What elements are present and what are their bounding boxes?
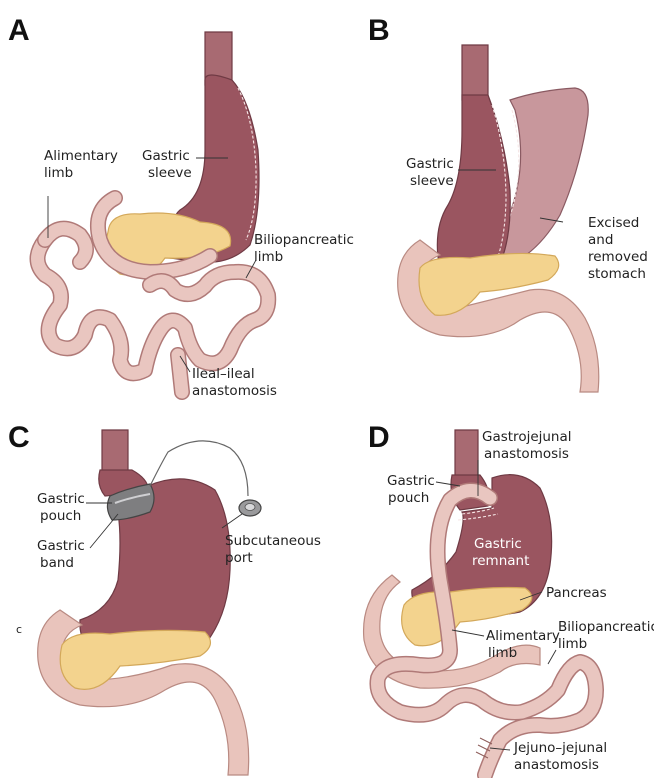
- panel-a-letter: A: [8, 14, 30, 47]
- panel-b-excised-label-4: stomach: [588, 266, 646, 282]
- panel-a-gastric-sleeve-label: Gastric: [142, 148, 190, 164]
- panel-a-ileal-label-2: anastomosis: [192, 383, 277, 399]
- panel-c-subcutaneous-port: [239, 500, 261, 516]
- panel-b-excised-stomach: [496, 88, 588, 268]
- panel-b-gastric-sleeve-label-2: sleeve: [410, 173, 454, 189]
- panel-b-excised-label-3: removed: [588, 249, 648, 265]
- panel-a-biliopancreatic-label-2: limb: [254, 249, 283, 265]
- panel-d-letter: D: [368, 421, 390, 454]
- panel-c-gastric-band-label: Gastric: [37, 538, 85, 554]
- panel-c-port-label-2: port: [225, 550, 253, 566]
- panel-c-stray-mark: c: [16, 623, 22, 636]
- panel-b-excised-label: Excised: [588, 215, 639, 231]
- panel-d-gastric-remnant-label: Gastric: [474, 536, 522, 552]
- panel-d: D Gastrojejunal anastomosis Gastric pouc…: [364, 421, 654, 775]
- panel-a-gastric-sleeve-label-2: sleeve: [148, 165, 192, 181]
- panel-a-alimentary-limb-label-2: limb: [44, 165, 73, 181]
- panel-a: A Alimentary limb Gastric sleeve Biliopa…: [8, 14, 354, 399]
- panel-d-pancreas-label: Pancreas: [546, 585, 607, 601]
- panel-b-gastric-sleeve-label: Gastric: [406, 156, 454, 172]
- panel-b-excised-label-2: and: [588, 232, 613, 248]
- panel-d-gastric-remnant-label-2: remnant: [472, 553, 529, 569]
- panel-a-ileal-label: Ileal–ileal: [192, 366, 255, 382]
- panel-d-jejuno-label-2: anastomosis: [514, 757, 599, 773]
- panel-d-biliopancreatic-label-2: limb: [558, 636, 587, 652]
- panel-d-alimentary-label: Alimentary: [486, 628, 560, 644]
- panel-c: C Gastric pouch Gastric band Subcutaneou…: [8, 421, 321, 775]
- panel-c-gastric-band-label-2: band: [40, 555, 74, 571]
- panel-d-alimentary-label-2: limb: [488, 645, 517, 661]
- panel-b-letter: B: [368, 14, 390, 47]
- panel-c-port-label: Subcutaneous: [225, 533, 321, 549]
- panel-a-biliopancreatic-label: Biliopancreatic: [254, 232, 354, 248]
- panel-c-letter: C: [8, 421, 30, 454]
- panel-d-biliopancreatic-label: Biliopancreatic: [558, 619, 654, 635]
- panel-c-gastric-pouch-label: Gastric: [37, 491, 85, 507]
- panel-d-esophagus: [455, 430, 478, 480]
- panel-b: B Gastric sleeve Excised and removed sto…: [368, 14, 648, 392]
- panel-d-jejuno-label: Jejuno–jejunal: [513, 740, 607, 756]
- panel-d-gastrojejunal-label-2: anastomosis: [484, 446, 569, 462]
- panel-d-gastric-pouch-label: Gastric: [387, 473, 435, 489]
- panel-c-gastric-pouch-label-2: pouch: [40, 508, 81, 524]
- panel-d-gastric-pouch-label-2: pouch: [388, 490, 429, 506]
- panel-d-gastrojejunal-label: Gastrojejunal: [482, 429, 572, 445]
- panel-a-alimentary-limb-label: Alimentary: [44, 148, 118, 164]
- panel-b-esophagus: [462, 45, 488, 100]
